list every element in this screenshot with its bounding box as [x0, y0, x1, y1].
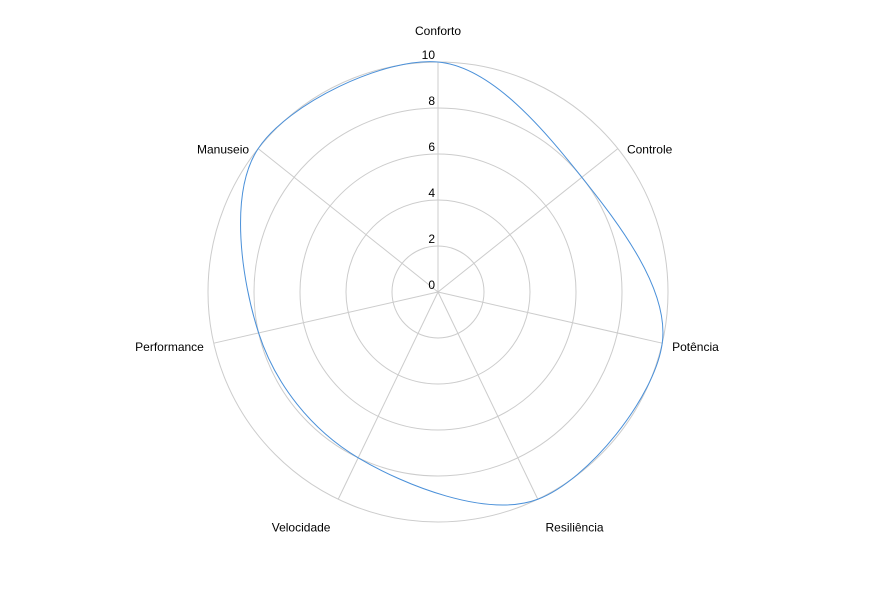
spoke-3	[437, 291, 539, 500]
category-label: Potência	[672, 340, 719, 354]
spoke-6	[257, 148, 439, 293]
spoke-1	[437, 148, 619, 293]
category-label: Manuseio	[197, 142, 249, 156]
series-layer	[240, 61, 664, 506]
spoke-2	[437, 291, 663, 344]
spoke-4	[337, 291, 439, 500]
category-label: Performance	[135, 340, 204, 354]
tick-label: 4	[428, 186, 435, 200]
series-line-0	[240, 61, 664, 506]
label-layer: 0 2 4 6 8 10 ConfortoControlePotênciaResiliênc…	[135, 24, 719, 534]
tick-label: 0	[428, 278, 435, 292]
category-label: Controle	[627, 142, 673, 156]
grid-layer	[207, 61, 669, 523]
tick-label: 8	[428, 94, 435, 108]
spoke-5	[213, 291, 439, 344]
category-label: Conforto	[415, 24, 461, 38]
category-label: Resiliência	[546, 520, 604, 534]
tick-label: 10	[422, 48, 436, 62]
tick-label: 6	[428, 140, 435, 154]
tick-label: 2	[428, 232, 435, 246]
category-label: Velocidade	[272, 520, 331, 534]
